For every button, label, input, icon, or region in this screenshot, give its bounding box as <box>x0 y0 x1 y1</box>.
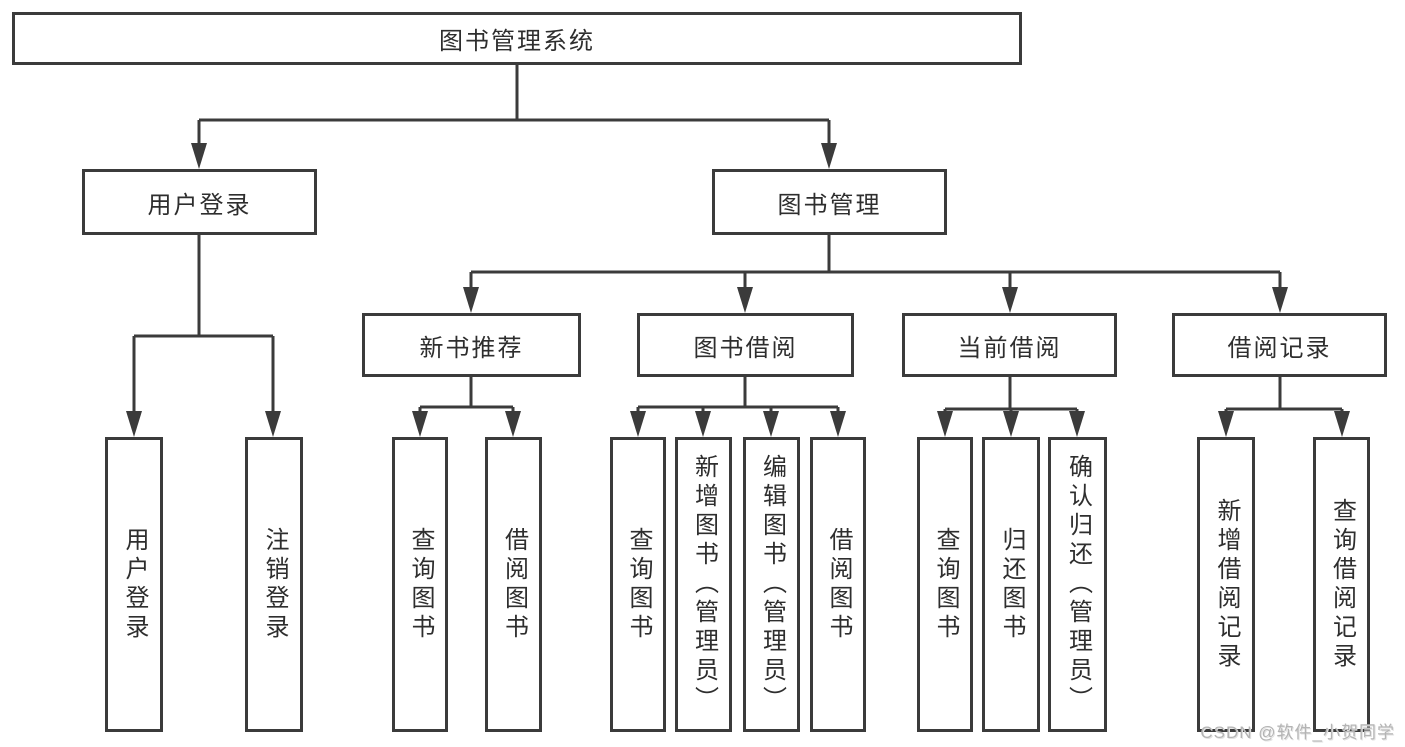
node-book-management: 图书管理 <box>712 169 947 235</box>
leaf-recommend-query-book: 查询图书 <box>392 437 448 732</box>
node-book-borrowing-label: 图书借阅 <box>693 334 798 362</box>
leaf-borrowing-edit-book-label: 编辑图书（管理员） <box>758 454 786 715</box>
leaf-borrowing-query-book: 查询图书 <box>610 437 666 732</box>
leaf-borrowing-borrow-book-label: 借阅图书 <box>825 526 852 643</box>
leaf-logout: 注销登录 <box>245 437 303 732</box>
leaf-recommend-borrow-book: 借阅图书 <box>485 437 542 732</box>
leaf-records-query-record: 查询借阅记录 <box>1313 437 1370 732</box>
leaf-borrowing-add-book-label: 新增图书（管理员） <box>690 454 718 715</box>
node-new-book-recommend-label: 新书推荐 <box>419 334 524 362</box>
leaf-user-login-label: 用户登录 <box>121 526 148 643</box>
node-current-borrowing: 当前借阅 <box>902 313 1117 377</box>
leaf-current-confirm-return: 确认归还（管理员） <box>1048 437 1107 732</box>
leaf-user-login: 用户登录 <box>105 437 163 732</box>
node-user-login-label: 用户登录 <box>147 191 252 219</box>
leaf-logout-label: 注销登录 <box>261 526 288 643</box>
node-current-borrowing-label: 当前借阅 <box>957 334 1062 362</box>
node-book-borrowing: 图书借阅 <box>637 313 854 377</box>
leaf-records-query-record-label: 查询借阅记录 <box>1328 497 1356 672</box>
node-borrowing-records-label: 借阅记录 <box>1227 334 1332 362</box>
leaf-current-return-book: 归还图书 <box>982 437 1040 732</box>
node-root-label: 图书管理系统 <box>439 28 595 55</box>
leaf-records-add-record-label: 新增借阅记录 <box>1213 497 1240 672</box>
leaf-recommend-query-book-label: 查询图书 <box>407 526 434 643</box>
leaf-borrowing-edit-book: 编辑图书（管理员） <box>743 437 800 732</box>
node-new-book-recommend: 新书推荐 <box>362 313 581 377</box>
leaf-borrowing-add-book: 新增图书（管理员） <box>675 437 732 732</box>
node-root: 图书管理系统 <box>12 12 1022 65</box>
leaf-current-confirm-return-label: 确认归还（管理员） <box>1064 454 1092 715</box>
node-borrowing-records: 借阅记录 <box>1172 313 1387 377</box>
leaf-borrowing-borrow-book: 借阅图书 <box>810 437 866 732</box>
leaf-records-add-record: 新增借阅记录 <box>1197 437 1255 732</box>
leaf-current-query-book-label: 查询图书 <box>932 526 959 643</box>
leaf-borrowing-query-book-label: 查询图书 <box>625 526 652 643</box>
leaf-current-query-book: 查询图书 <box>917 437 973 732</box>
leaf-current-return-book-label: 归还图书 <box>998 526 1025 643</box>
node-user-login: 用户登录 <box>82 169 317 235</box>
leaf-recommend-borrow-book-label: 借阅图书 <box>500 526 528 643</box>
arrowheads <box>126 143 1350 437</box>
node-book-management-label: 图书管理 <box>777 191 882 219</box>
csdn-watermark: CSDN @软件_小贺同学 <box>1200 723 1395 742</box>
